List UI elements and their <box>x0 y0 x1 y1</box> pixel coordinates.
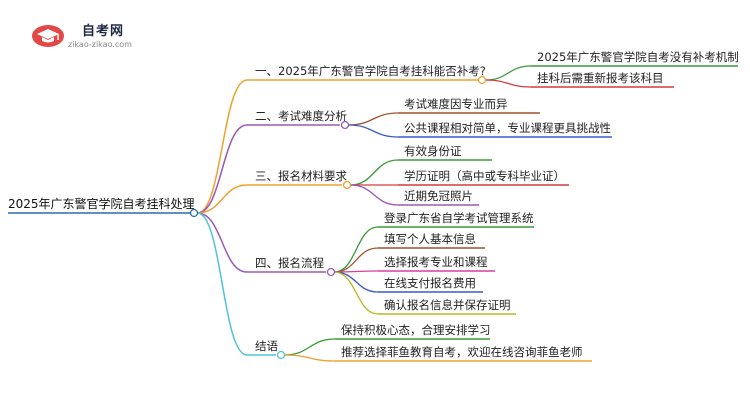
branch-collapse-toggle[interactable] <box>276 350 286 360</box>
branch-node-label: 二、考试难度分析 <box>255 109 347 123</box>
leaf-edge <box>485 65 532 81</box>
leaf-node-label: 考试难度因专业而异 <box>404 97 508 111</box>
leaf-node-label: 有效身份证 <box>404 144 462 158</box>
leaf-edge <box>284 338 336 356</box>
leaf-node-label: 填写个人基本信息 <box>384 232 476 246</box>
branch-edge <box>197 79 248 214</box>
logo-title: 自考网 <box>82 24 125 39</box>
leaf-edge <box>348 124 399 138</box>
leaf-node-label: 2025年广东警官学院自考没有补考机制 <box>537 50 739 64</box>
leaf-node-label: 确认报名信息并保存证明 <box>384 298 511 312</box>
branch-edge <box>197 184 248 214</box>
leaf-edge <box>485 79 532 88</box>
branch-collapse-toggle[interactable] <box>477 75 487 85</box>
branch-node-label: 三、报名材料要求 <box>255 169 347 183</box>
branch-edge <box>197 212 248 273</box>
leaf-node-label: 在线支付报名费用 <box>384 276 476 290</box>
leaf-edge <box>334 247 379 273</box>
leaf-node-label: 挂科后需重新报考该科目 <box>537 71 664 85</box>
root-node-label: 2025年广东警官学院自考挂科处理 <box>8 196 195 211</box>
leaf-node-label: 学历证明（高中或专科毕业证） <box>404 169 565 183</box>
site-logo[interactable]: 自考网 zikao-zikao.com <box>28 18 188 58</box>
leaf-node-label: 选择报考专业和课程 <box>384 255 488 269</box>
leaf-node-label: 推荐选择菲鱼教育自考，欢迎在线咨询菲鱼老师 <box>341 345 583 359</box>
root-collapse-toggle[interactable] <box>189 208 199 218</box>
leaf-node-label: 公共课程相对简单，专业课程更具挑战性 <box>404 121 611 135</box>
leaf-edge <box>284 354 336 362</box>
leaf-node-label: 保持积极心态，合理安排学习 <box>341 323 491 337</box>
logo-url: zikao-zikao.com <box>68 40 132 49</box>
branch-node-label: 一、2025年广东警官学院自考挂科能否补考? <box>255 64 486 78</box>
branch-edge <box>197 124 248 214</box>
branch-collapse-toggle[interactable] <box>342 180 352 190</box>
branch-collapse-toggle[interactable] <box>326 267 336 277</box>
leaf-edge <box>350 184 399 206</box>
leaf-edge <box>350 159 399 186</box>
leaf-edge <box>334 271 379 293</box>
branch-edge <box>197 212 248 356</box>
branch-node-label: 结语 <box>255 339 278 353</box>
graduation-cap-icon <box>32 25 64 47</box>
leaf-edge <box>348 112 399 126</box>
leaf-edge <box>334 271 379 315</box>
branch-collapse-toggle[interactable] <box>340 120 350 130</box>
branch-node-label: 四、报名流程 <box>255 256 324 270</box>
leaf-node-label: 登录广东省自学考试管理系统 <box>384 211 534 225</box>
leaf-node-label: 近期免冠照片 <box>404 189 473 203</box>
